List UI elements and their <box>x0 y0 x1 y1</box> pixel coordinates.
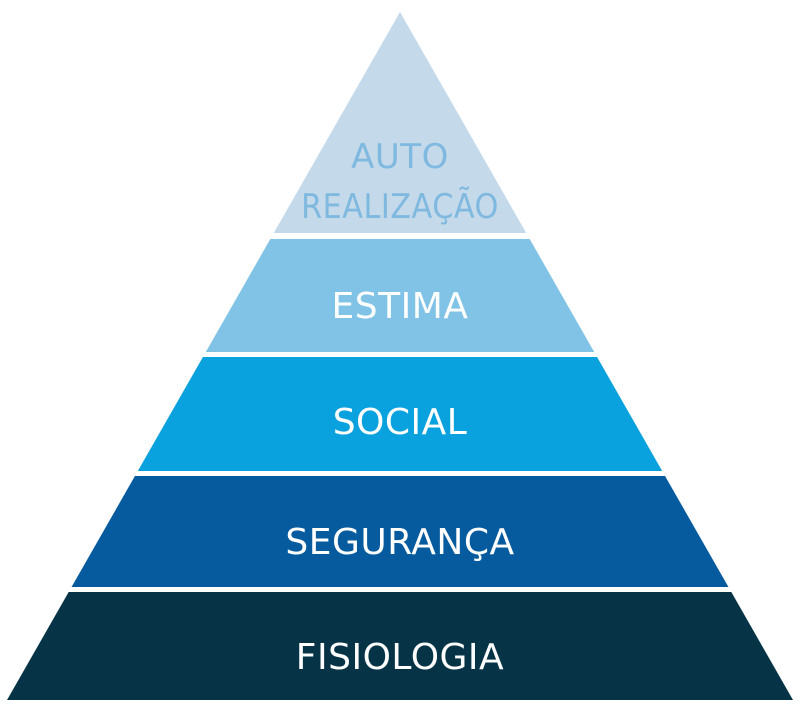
tier-seguranca <box>71 476 729 587</box>
tier-label-autorrealizacao-2: REALIZAÇÃO <box>301 187 499 227</box>
tier-label-fisiologia: FISIOLOGIA <box>296 637 504 678</box>
tier-labels: AUTO REALIZAÇÃO ESTIMA SOCIAL SEGURANÇA FISIO… <box>285 137 514 678</box>
tier-label-estima: ESTIMA <box>332 286 469 327</box>
tier-shapes <box>7 12 793 700</box>
tier-label-seguranca: SEGURANÇA <box>285 522 514 563</box>
tier-label-social: SOCIAL <box>333 402 468 443</box>
tier-autorrealizacao <box>273 12 527 233</box>
tier-estima <box>205 239 595 352</box>
tier-social <box>137 357 663 471</box>
tier-fisiologia <box>7 592 793 700</box>
tier-label-autorrealizacao-1: AUTO <box>351 137 449 177</box>
